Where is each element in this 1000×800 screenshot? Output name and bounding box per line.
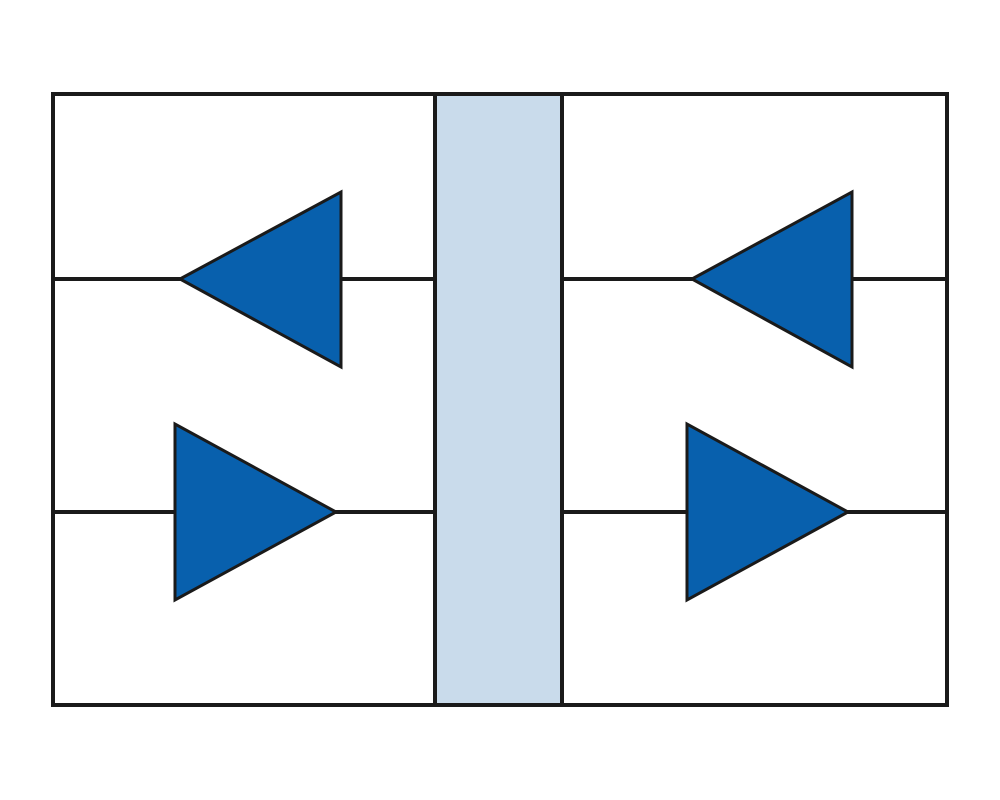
- center-band: [433, 92, 564, 707]
- left-upper-triangle-left-icon: [176, 189, 343, 370]
- right-lower-triangle-right-icon: [685, 421, 852, 603]
- right-upper-triangle-left-icon: [688, 189, 854, 370]
- left-lower-triangle-right-icon: [173, 421, 340, 603]
